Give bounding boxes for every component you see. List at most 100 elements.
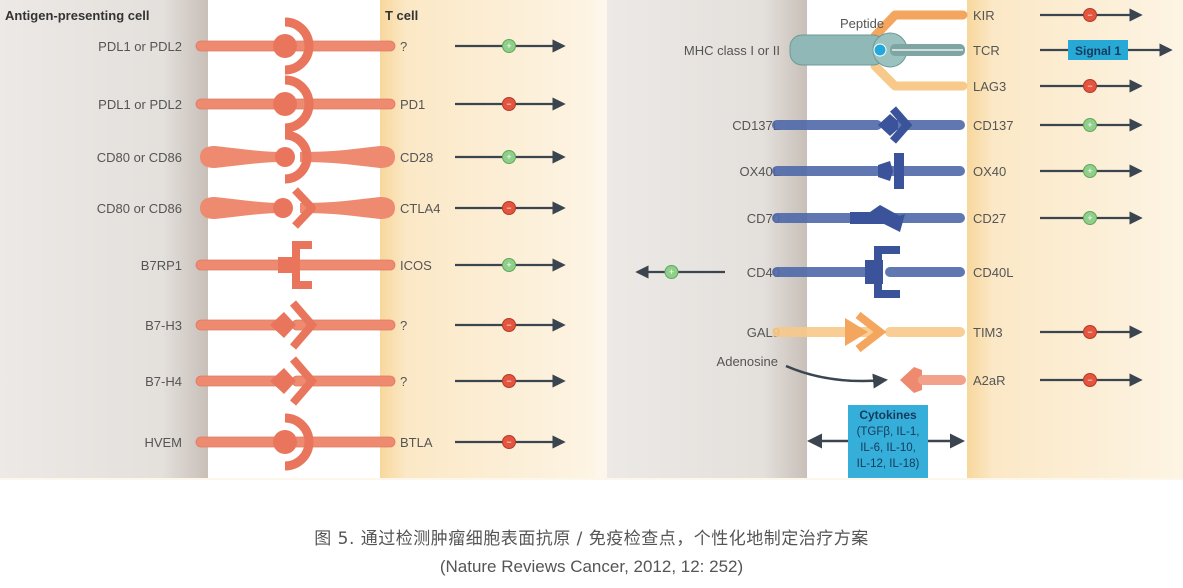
ligand-label: CD40 <box>747 265 780 280</box>
receptor-domain <box>289 300 318 350</box>
ligand-domain <box>273 430 297 454</box>
signal-sign: + <box>506 260 511 270</box>
receptor-label: KIR <box>973 8 995 23</box>
receptor-domain <box>889 106 913 144</box>
cytokines-title: Cytokines <box>859 408 917 422</box>
ligand-label: B7-H4 <box>145 374 182 389</box>
signal-sign: + <box>506 152 511 162</box>
a2ar-receptor-head <box>900 367 922 393</box>
signal-sign: − <box>506 376 511 386</box>
inhibitory-signal-icon <box>502 97 516 111</box>
a2ar-signal: − <box>1040 373 1143 387</box>
inhibitory-signal-icon <box>1083 373 1097 387</box>
receptor-domain <box>284 413 314 471</box>
signal-sign: + <box>1087 166 1092 176</box>
ligand-domain <box>273 34 297 58</box>
ligand-label: CD70 <box>747 211 780 226</box>
apc-header: Antigen-presenting cell <box>5 8 149 23</box>
inhibitory-signal-icon <box>502 435 516 449</box>
ligand-domain <box>278 257 292 273</box>
peptide-label: Peptide <box>840 16 884 31</box>
cytokines-panel <box>848 405 928 478</box>
receptor-label: ? <box>400 374 407 389</box>
ligand-molecule <box>772 120 882 130</box>
receptor-label: OX40 <box>973 164 1006 179</box>
ligand-label: OX40L <box>740 164 780 179</box>
ligand-domain <box>878 114 898 136</box>
receptor-label: CD137 <box>973 118 1013 133</box>
receptor-domain <box>855 311 887 353</box>
receptor-molecule <box>885 166 965 176</box>
ligand-label: GAL9 <box>747 325 780 340</box>
ligand-domain <box>270 312 296 338</box>
signal-sign: − <box>506 99 511 109</box>
receptor-label: CD40L <box>973 265 1013 280</box>
left-pair-row: B7-H4? − <box>145 356 566 406</box>
ligand-label: CD137L <box>732 118 780 133</box>
ligand-molecule <box>772 267 882 277</box>
right-pair-row: OX40L OX40 + <box>740 153 1143 189</box>
ligand-domain <box>273 198 293 218</box>
receptor-domain <box>284 17 314 75</box>
stimulatory-signal-icon <box>664 265 679 279</box>
ligand-molecule <box>200 197 280 219</box>
signal-sign: + <box>1087 120 1092 130</box>
signal-sign: − <box>506 437 511 447</box>
left-tcell-region <box>380 0 595 478</box>
left-pair-row: B7-H3?− <box>145 300 566 350</box>
receptor-molecule <box>300 197 395 219</box>
cytokines-line-3: IL-12, IL-18) <box>857 458 920 470</box>
adenosine-a2ar: Adenosine A2aR <box>717 354 1006 393</box>
ligand-molecule <box>200 146 280 168</box>
kir-receptor <box>870 10 968 41</box>
inhibitory-signal-icon <box>502 318 516 332</box>
inhibitory-signal-icon <box>1083 325 1097 339</box>
left-gap-region <box>208 0 330 478</box>
stimulatory-signal-icon <box>1083 164 1097 178</box>
receptor-molecule <box>885 213 965 223</box>
signal-sign: − <box>1087 375 1092 385</box>
stimulatory-signal-icon <box>502 150 516 164</box>
receptor-molecule <box>291 259 396 271</box>
mhc-label: MHC class I or II <box>684 43 780 58</box>
receptor-domain <box>874 246 900 298</box>
ligand-molecule <box>195 259 287 271</box>
signal-sign: − <box>1087 10 1092 20</box>
signal-sign: − <box>1087 81 1092 91</box>
receptor-domain <box>284 75 314 133</box>
receptor-molecule <box>300 146 395 168</box>
inhibitory-signal-icon <box>502 201 516 215</box>
ligand-label: PDL1 or PDL2 <box>98 97 182 112</box>
ligand-label: CD80 or CD86 <box>97 201 182 216</box>
receptor-label: CTLA4 <box>400 201 440 216</box>
right-pair-row: CD40 CD40L + <box>635 246 1013 298</box>
cytokines-line-2: IL-6, IL-10, <box>860 442 916 454</box>
mhc-molecule <box>789 34 886 66</box>
ligand-label: HVEM <box>144 435 182 450</box>
figure-citation: (Nature Reviews Cancer, 2012, 12: 252) <box>439 557 744 576</box>
adenosine-arrow <box>785 364 888 389</box>
ligand-domain <box>850 205 900 224</box>
signal-sign: + <box>669 267 674 277</box>
ligand-domain <box>845 318 868 346</box>
ligand-domain <box>273 92 297 116</box>
cytokines-box: Cytokines (TGFβ, IL-1, IL-6, IL-10, IL-1… <box>807 405 965 478</box>
receptor-domain <box>292 187 316 229</box>
receptor-label: CD28 <box>400 150 433 165</box>
receptor-domain <box>292 241 312 289</box>
left-gap-region-2 <box>330 0 380 478</box>
right-apc-region <box>607 0 807 478</box>
signal1-box <box>1068 40 1128 60</box>
stimulatory-signal-icon <box>502 39 516 53</box>
